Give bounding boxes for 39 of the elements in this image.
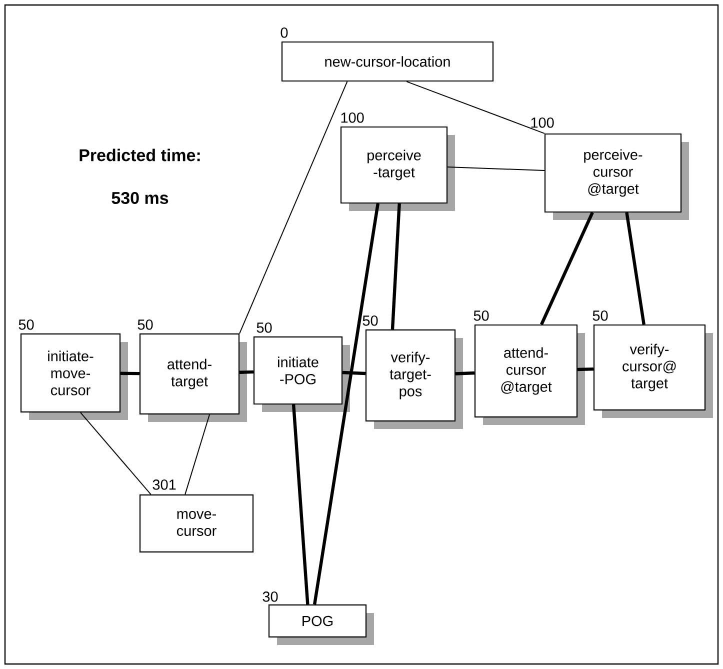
connector-line [390,203,401,330]
connector-line [342,370,366,376]
connector-line [578,367,594,372]
duration-label: 50 [474,310,489,321]
duration-label: 50 [256,322,272,333]
process-box: perceive -target [340,126,455,211]
connector-line [292,404,310,605]
duration-label: 100 [531,118,554,128]
connector-line [120,372,140,376]
connector-line [240,370,254,374]
connector-line [184,414,210,495]
connector-line [456,371,475,376]
process-box: verify-cursor@ target [593,324,713,418]
process-box: initiate -POG [253,336,350,412]
connector-line [239,81,348,334]
process-box: move-cursor [139,494,254,553]
connector-line [80,412,152,495]
predicted-time-text: 530 ms [112,192,168,204]
process-box: attend-target [139,333,247,422]
connector-line [447,166,545,171]
duration-label: 301 [152,480,176,490]
connector-line [312,203,380,605]
process-box: perceive-cursor @target [544,133,689,220]
process-box: new-cursor-location [281,41,494,82]
connector-line [625,212,646,325]
duration-label: 50 [362,316,378,326]
process-box: POG [268,604,374,645]
connector-line [540,212,594,326]
connector-line [406,81,545,134]
duration-label: 30 [262,592,278,602]
duration-label: 50 [138,320,153,330]
duration-label: 50 [18,320,34,330]
duration-label: 50 [592,310,608,321]
process-box: verify-target-pos [365,329,463,429]
process-box: initiate-move-cursor [20,333,128,420]
duration-label: 100 [341,112,364,123]
process-box: attend-cursor @target [474,324,585,425]
predicted-time-text: Predicted time: [80,148,200,162]
duration-label: 0 [280,28,288,38]
